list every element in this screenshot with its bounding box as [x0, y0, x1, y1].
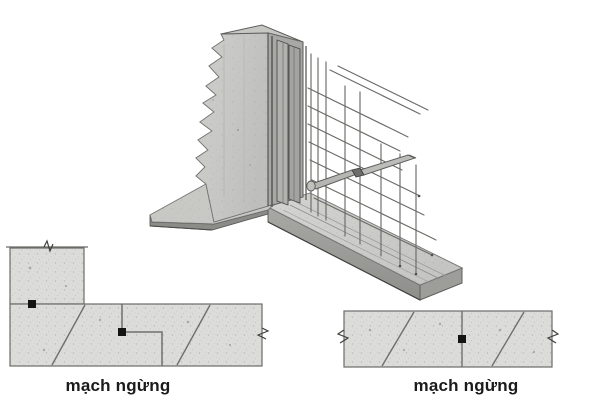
- form-tie-rod: [306, 154, 417, 192]
- caption-left: mạch ngừng: [65, 376, 171, 395]
- beam-body: [9, 303, 263, 367]
- formwork-panel: [271, 36, 307, 207]
- rebar-end-marks: [398, 194, 434, 276]
- section-beam-vertical-joint: [336, 310, 560, 368]
- column-body: [9, 247, 85, 305]
- joint-marker-beam: [118, 328, 126, 336]
- isometric-wall-slab-rebar: [149, 24, 464, 301]
- caption-right: mạch ngừng: [413, 376, 519, 395]
- joint-diagonal-1: [51, 304, 86, 366]
- break-symbol-left-right-figure: [336, 329, 350, 344]
- slab-footing: [266, 192, 464, 301]
- section-column-beam-stepped-joint: [6, 239, 270, 367]
- break-symbol-top: [43, 239, 54, 253]
- aggregate-specks-right: [368, 322, 536, 354]
- beam-body-right: [343, 310, 553, 368]
- joint-marker-right: [458, 335, 466, 343]
- break-symbol-right-right-figure: [546, 329, 560, 344]
- joint-diagonal-2: [176, 304, 211, 366]
- stepped-joint-line: [121, 304, 163, 366]
- joint-marker-column: [28, 300, 36, 308]
- break-symbol-right: [256, 327, 270, 340]
- joint-diagonal-4: [491, 311, 525, 367]
- joint-diagonal-3: [381, 311, 415, 367]
- aggregate-specks-left: [28, 266, 232, 352]
